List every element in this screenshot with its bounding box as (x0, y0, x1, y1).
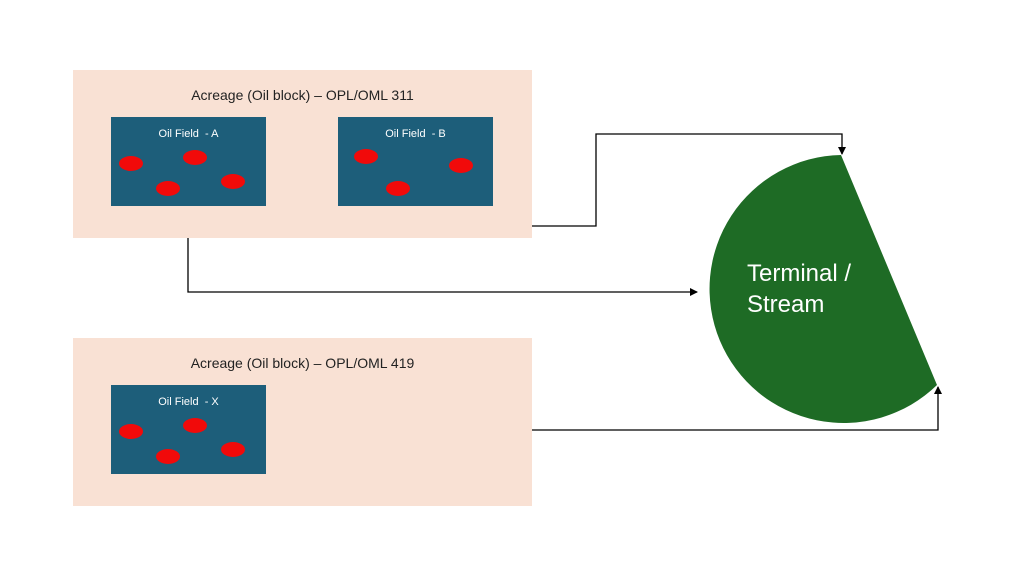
oil-field-x: Oil Field - X (111, 385, 266, 474)
well-marker (119, 156, 143, 171)
well-marker (221, 174, 245, 189)
acreage-title: Acreage (Oil block) – OPL/OML 419 (190, 355, 415, 371)
well-marker (156, 181, 180, 196)
terminal-label-line1: Terminal / (747, 260, 852, 287)
well-marker (449, 158, 473, 173)
oil-field-a: Oil Field - A (111, 117, 266, 206)
terminal-label-line2: Stream (747, 291, 825, 318)
well-marker (183, 150, 207, 165)
well-marker (354, 149, 378, 164)
terminal-label: Terminal / Stream (747, 258, 887, 320)
field-label: Oil Field - A (158, 128, 219, 140)
acreage-title: Acreage (Oil block) – OPL/OML 311 (191, 87, 414, 103)
well-marker (156, 449, 180, 464)
terminal-shape (709, 155, 937, 423)
oil-field-b: Oil Field - B (338, 117, 493, 206)
well-marker (119, 424, 143, 439)
well-marker (183, 418, 207, 433)
field-label: Oil Field - B (385, 128, 446, 140)
field-label: Oil Field - X (158, 396, 219, 408)
well-marker (386, 181, 410, 196)
acreage-block-419: Acreage (Oil block) – OPL/OML 419 (73, 338, 532, 506)
well-marker (221, 442, 245, 457)
